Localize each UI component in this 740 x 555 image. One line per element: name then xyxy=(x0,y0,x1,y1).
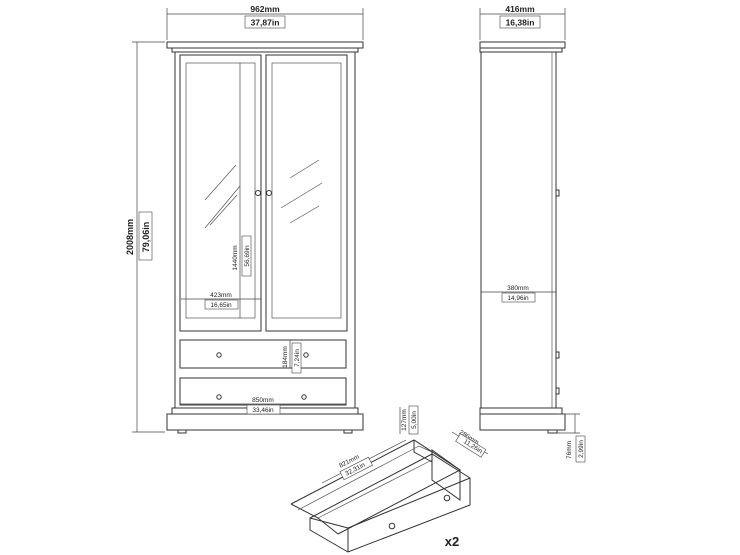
drawer-depth-dimension: 286mm 11,26in xyxy=(451,429,489,458)
front-drawer-height-dimension: 184mm 7,24in xyxy=(282,340,302,374)
drawer-knob-icon xyxy=(303,352,309,358)
side-depth-dimension: 416mm 16,38in xyxy=(479,4,566,40)
front-drawer-width-mm: 850mm xyxy=(252,397,274,404)
drawer-isometric-view xyxy=(290,439,471,553)
door-width-mm: 423mm xyxy=(210,292,232,299)
glass-height-dimension: 1440mm 56,69in xyxy=(232,63,252,318)
drawer-knob-icon xyxy=(301,394,307,400)
leg-height-in: 2,99in xyxy=(578,440,585,458)
glass-height-mm: 1440mm xyxy=(232,245,239,270)
door-knob-icon xyxy=(255,190,261,196)
front-height-mm: 2008mm xyxy=(125,219,135,255)
drawer-quantity: x2 xyxy=(445,534,459,549)
front-height-in: 79,06in xyxy=(141,222,151,253)
leg-height-mm: 76mm xyxy=(566,441,573,459)
drawer-knob-icon xyxy=(443,494,451,502)
front-drawer-width-dimension: 850mm 33,46in xyxy=(180,397,346,415)
side-inner-depth-in: 14,96in xyxy=(507,295,529,302)
drawer-knob-icon xyxy=(388,522,396,530)
front-width-mm: 962mm xyxy=(250,4,280,14)
door-width-in: 16,65in xyxy=(210,302,232,309)
side-inner-depth-mm: 380mm xyxy=(507,285,529,292)
drawer-height-in: 5,00in xyxy=(411,411,418,429)
side-depth-mm: 416mm xyxy=(505,4,535,14)
drawer-knob-icon xyxy=(216,352,222,358)
side-view xyxy=(479,41,566,434)
front-width-dimension: 962mm 37,87in xyxy=(166,4,364,40)
drawer-knob-icon xyxy=(216,394,222,400)
side-inner-depth-dimension: 380mm 14,96in xyxy=(481,285,556,303)
front-drawer-height-mm: 184mm xyxy=(282,346,289,368)
side-depth-in: 16,38in xyxy=(506,18,535,28)
front-width-in: 37,87in xyxy=(251,18,280,28)
front-drawer-height-in: 7,24in xyxy=(294,349,301,367)
drawer-height-dimension: 127mm 5,00in xyxy=(399,405,419,435)
front-drawer-width-in: 33,46in xyxy=(252,407,274,414)
front-view xyxy=(166,41,364,434)
leg-height-dimension: 76mm 2,99in xyxy=(557,413,586,463)
drawer-length-dimension: 821mm 32,31in xyxy=(321,439,407,484)
door-width-dimension: 423mm 16,65in xyxy=(181,292,261,310)
door-knob-icon xyxy=(266,190,272,196)
glass-height-in: 56,69in xyxy=(244,245,251,267)
front-height-dimension: 2008mm 79,06in xyxy=(125,41,165,433)
drawer-height-mm: 127mm xyxy=(401,409,408,431)
